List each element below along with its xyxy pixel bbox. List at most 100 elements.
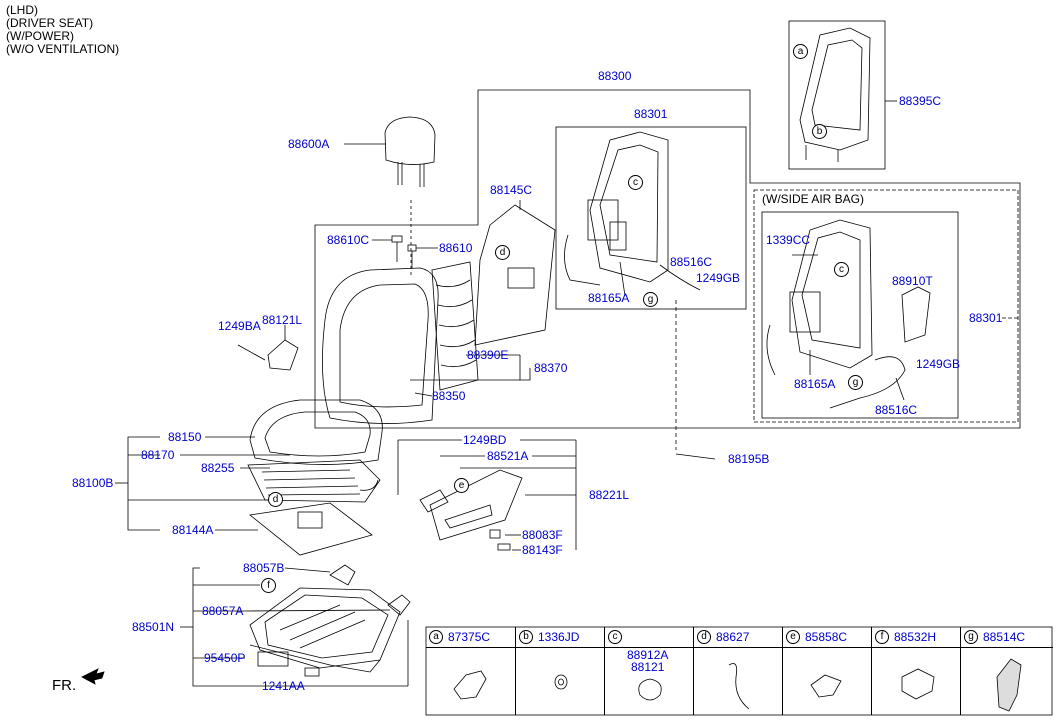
part-88390E: 88390E xyxy=(467,348,509,362)
part-88300: 88300 xyxy=(598,69,632,83)
legend-letter: a xyxy=(429,630,443,644)
legend-sub-code: 88121 xyxy=(631,660,665,674)
heater-pad xyxy=(247,459,381,503)
part-88057B: 88057B xyxy=(243,561,285,575)
seat-track-frame xyxy=(249,587,401,669)
back-frame-airbag xyxy=(791,219,873,369)
part-95450P: 95450P xyxy=(204,651,246,665)
switch-85858C-icon xyxy=(810,674,842,698)
fr-arrow xyxy=(81,668,105,685)
part-88165A-right: 88165A xyxy=(794,377,836,391)
part-88083F: 88083F xyxy=(522,528,563,542)
part-88501N: 88501N xyxy=(132,620,175,634)
side-airbag-title: (W/SIDE AIR BAG) xyxy=(762,192,865,206)
box-airbag-inner xyxy=(761,211,959,419)
part-1249BA: 1249BA xyxy=(218,319,261,333)
box-side-airbag xyxy=(753,189,1019,423)
seatback-cushion xyxy=(322,267,439,424)
airbag-module xyxy=(901,286,931,343)
motor-88514C-icon xyxy=(996,658,1022,712)
bracket-88057A xyxy=(387,594,411,616)
clip-88912A-icon xyxy=(638,678,662,701)
board-88145C xyxy=(474,204,556,346)
bracket-88300 xyxy=(314,89,1021,429)
part-88516C-top: 88516C xyxy=(670,255,713,269)
switch-88521A xyxy=(419,489,449,513)
part-88301-right: 88301 xyxy=(969,311,1003,325)
back-pad xyxy=(431,261,479,391)
callout-c: c xyxy=(834,262,849,277)
legend-code: 1336JD xyxy=(538,630,580,644)
callout-e: e xyxy=(454,478,469,493)
legend-cell-c: c 88912A 88121 xyxy=(604,627,694,715)
legend-letter: b xyxy=(519,630,533,644)
legend-cell-g: g 88514C xyxy=(960,627,1053,715)
legend-letter: g xyxy=(964,630,978,644)
legend-code: 88514C xyxy=(983,630,1026,644)
part-88370: 88370 xyxy=(534,361,568,375)
back-panel xyxy=(799,27,871,151)
legend-cell-d: d 88627 xyxy=(693,627,783,715)
legend-cell-b: b 1336JD xyxy=(515,627,605,715)
legend-letter: d xyxy=(697,630,711,644)
legend-cell-f: f 88532H xyxy=(871,627,961,715)
legend-letter: e xyxy=(786,630,800,644)
legend-code: 88532H xyxy=(894,630,937,644)
part-88057A: 88057A xyxy=(202,604,244,618)
legend-code: 88627 xyxy=(716,630,750,644)
grommet-1336JD-icon xyxy=(554,674,568,690)
part-88100B: 88100B xyxy=(72,476,114,490)
fr-label: FR. xyxy=(52,677,77,694)
part-1241AA: 1241AA xyxy=(262,679,305,693)
part-88910T: 88910T xyxy=(892,274,933,288)
part-88221L: 88221L xyxy=(589,488,630,502)
header-line: (DRIVER SEAT) xyxy=(6,16,94,30)
part-88121L: 88121L xyxy=(262,313,303,327)
connector-88532H-icon xyxy=(901,668,935,700)
callout-d: d xyxy=(268,492,283,507)
callout-c: c xyxy=(628,175,643,190)
part-88350: 88350 xyxy=(432,389,466,403)
part-88195B: 88195B xyxy=(728,452,770,466)
box-88395C xyxy=(788,20,886,170)
headrest xyxy=(384,116,436,165)
callout-b: b xyxy=(812,124,827,139)
part-88170: 88170 xyxy=(141,448,175,462)
legend-code: 85858C xyxy=(805,630,848,644)
part-88610: 88610 xyxy=(439,241,473,255)
wire-88627-icon xyxy=(728,663,750,710)
legend-code: 88912A xyxy=(627,648,669,662)
header-line: (LHD) xyxy=(6,3,38,17)
legend-letter: c xyxy=(608,630,622,644)
part-88301-top: 88301 xyxy=(634,107,668,121)
sheet-88144A xyxy=(249,502,373,556)
part-88143F: 88143F xyxy=(522,543,563,557)
part-88516C-right: 88516C xyxy=(875,403,918,417)
part-88521A: 88521A xyxy=(487,449,529,463)
header-line: (W/POWER) xyxy=(6,29,74,43)
callout-f: f xyxy=(261,578,276,593)
bracket-88121L xyxy=(267,339,299,371)
part-88165A-top: 88165A xyxy=(588,291,630,305)
bracket-88057B xyxy=(329,564,356,586)
side-shield xyxy=(429,469,523,541)
header-notes: (LHD) (DRIVER SEAT) (W/POWER) (W/O VENTI… xyxy=(6,4,119,56)
back-frame-top xyxy=(589,131,669,283)
legend-letter: f xyxy=(875,630,889,644)
box-88301-top xyxy=(555,126,747,310)
clip-87375C-icon xyxy=(453,670,487,700)
header-line: (W/O VENTILATION) xyxy=(6,42,120,56)
legend-cell-e: e 85858C xyxy=(782,627,872,715)
part-88600A: 88600A xyxy=(288,137,330,151)
part-88395C: 88395C xyxy=(899,94,942,108)
part-88610C: 88610C xyxy=(327,233,370,247)
callout-g: g xyxy=(848,375,863,390)
part-1249BD: 1249BD xyxy=(463,433,507,447)
callout-d: d xyxy=(495,245,510,260)
seat-cushion xyxy=(249,399,383,465)
callout-a: a xyxy=(793,44,808,59)
callout-g: g xyxy=(643,292,658,307)
part-88144A: 88144A xyxy=(172,523,214,537)
